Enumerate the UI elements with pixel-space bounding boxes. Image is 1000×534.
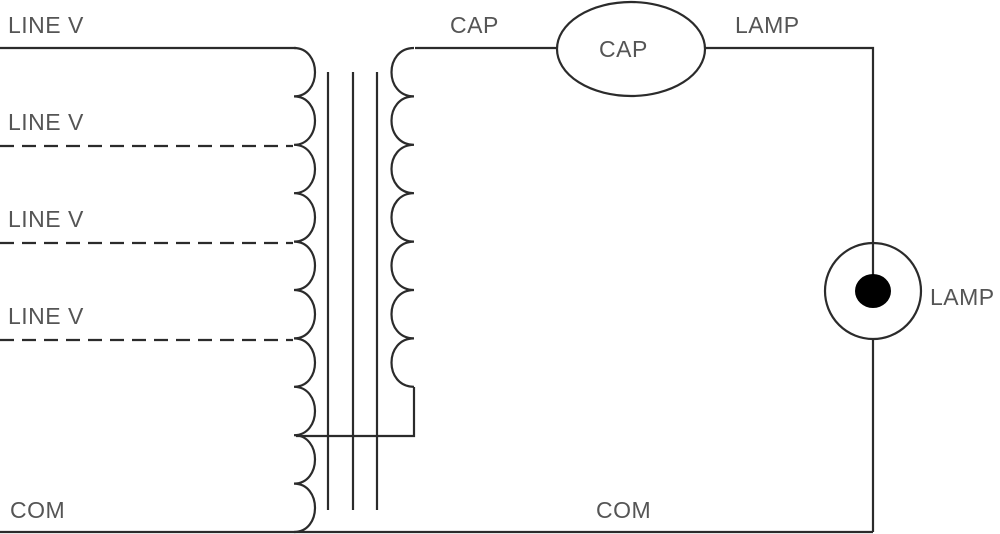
secondary-coil: [390, 46, 415, 388]
label-lamp-wire: LAMP: [735, 12, 800, 38]
label-com-left: COM: [10, 497, 65, 523]
label-lamp-component: LAMP: [930, 284, 995, 310]
label-cap-wire: CAP: [450, 12, 499, 38]
label-line-v-1: LINE V: [8, 12, 84, 38]
lamp-wire: [705, 46, 875, 291]
secondary-tap-wire: [296, 387, 416, 438]
lamp-dot: [855, 274, 891, 308]
label-com-bottom: COM: [596, 497, 651, 523]
capacitor: [555, 0, 707, 98]
label-cap-component: CAP: [599, 36, 648, 62]
primary-coil: [293, 46, 316, 534]
label-line-v-4: LINE V: [8, 303, 84, 329]
lamp-symbol: [823, 241, 923, 341]
label-line-v-3: LINE V: [8, 206, 84, 232]
label-line-v-2: LINE V: [8, 109, 84, 135]
